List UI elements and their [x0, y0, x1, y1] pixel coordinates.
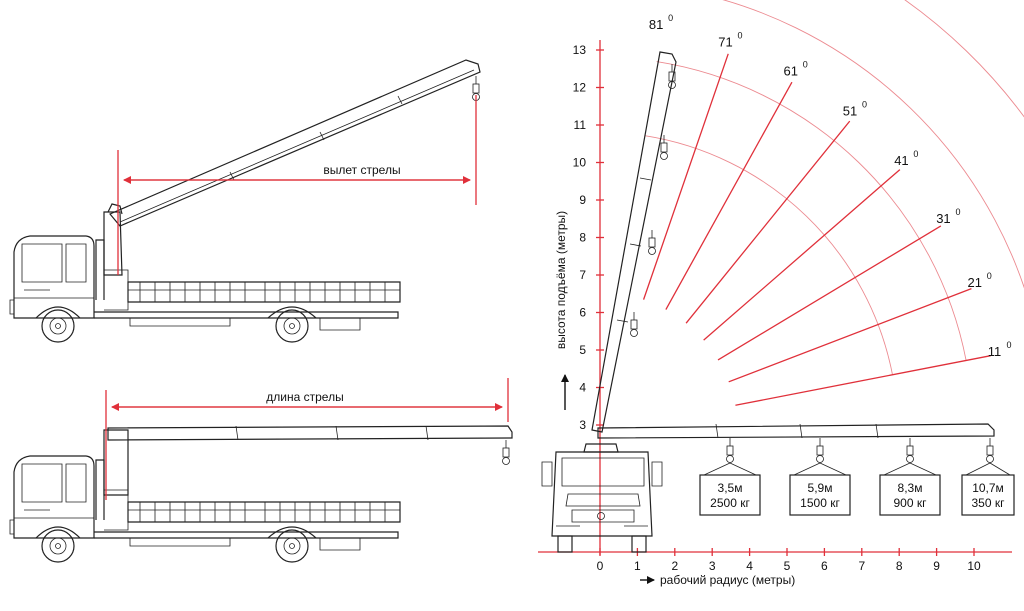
- angle-line: [665, 81, 793, 310]
- x-tick-label: 3: [709, 559, 716, 573]
- angle-degree-sup: 0: [1006, 340, 1011, 350]
- angle-label: 11: [988, 344, 1002, 359]
- angle-line: [735, 355, 991, 406]
- y-tick-label: 9: [579, 193, 586, 207]
- angle-label: 71: [718, 34, 732, 49]
- angle-degree-sup: 0: [987, 271, 992, 281]
- load-weight: 1500 кг: [800, 496, 840, 510]
- y-tick-label: 8: [579, 231, 586, 245]
- x-tick-label: 8: [896, 559, 903, 573]
- load-weight: 350 кг: [972, 496, 1006, 510]
- load-radius: 3,5м: [718, 481, 743, 495]
- y-tick-label: 5: [579, 343, 586, 357]
- truck-front-view: [541, 443, 663, 553]
- load-box: [961, 474, 1015, 516]
- y-tick-label: 13: [573, 43, 587, 57]
- x-tick-label: 0: [597, 559, 604, 573]
- load-box: [789, 474, 851, 516]
- x-tick-label: 1: [634, 559, 641, 573]
- x-tick-label: 4: [746, 559, 753, 573]
- range-arc: [644, 135, 893, 375]
- angle-line: [703, 169, 901, 341]
- load-box: [699, 474, 761, 516]
- boom-length-label: длина стрелы: [266, 390, 343, 404]
- angle-line: [717, 225, 942, 361]
- x-tick-label: 5: [784, 559, 791, 573]
- y-tick-label: 7: [579, 268, 586, 282]
- angle-label: 41: [894, 153, 908, 168]
- angle-degree-sup: 0: [803, 59, 808, 69]
- y-axis-ticks: 3 4 5 6 7 8 9 10 11 12 13: [573, 43, 604, 432]
- angle-label: 31: [936, 211, 950, 226]
- range-arcs: [644, 0, 1024, 375]
- x-tick-label: 2: [671, 559, 678, 573]
- x-tick-label: 6: [821, 559, 828, 573]
- load-radius: 10,7м: [972, 481, 1004, 495]
- range-arc: [904, 0, 1024, 118]
- y-tick-label: 10: [573, 156, 587, 170]
- truck-horizontal-boom: длина стрелы: [9, 378, 513, 563]
- angle-degree-sup: 0: [955, 207, 960, 217]
- x-axis-title: рабочий радиус (метры): [660, 573, 795, 587]
- x-tick-label: 7: [858, 559, 865, 573]
- angle-degree-sup: 0: [668, 13, 673, 23]
- truck-raised-boom: вылет стрелы: [9, 59, 481, 343]
- y-axis-title: высота подъёма (метры): [554, 211, 568, 349]
- x-tick-label: 9: [933, 559, 940, 573]
- y-tick-label: 3: [579, 418, 586, 432]
- load-weight: 2500 кг: [710, 496, 750, 510]
- angle-line: [642, 53, 729, 300]
- load-box: [879, 474, 941, 516]
- angle-label: 61: [784, 63, 798, 78]
- boom-angle-lines: [642, 53, 991, 406]
- angle-degree-sup: 0: [913, 149, 918, 159]
- y-tick-label: 6: [579, 306, 586, 320]
- angle-label: 21: [968, 275, 982, 290]
- x-tick-label: 10: [967, 559, 981, 573]
- x-axis-ticks: 0 1 2 3 4 5 6 7 8 9 10: [597, 548, 981, 573]
- load-radius: 8,3м: [898, 481, 923, 495]
- angle-label: 51: [843, 103, 857, 118]
- load-weight: 900 кг: [894, 496, 928, 510]
- angle-degree-sup: 0: [862, 99, 867, 109]
- angle-degree-sup: 0: [737, 30, 742, 40]
- angle-line: [728, 288, 972, 383]
- y-tick-label: 12: [573, 81, 587, 95]
- angle-line: [685, 120, 851, 324]
- y-tick-label: 4: [579, 381, 586, 395]
- load-radius: 5,9м: [808, 481, 833, 495]
- angle-labels: 81 0 71 0 61 0 51 0 41 0 31 0 21 0 11 0: [649, 13, 1012, 359]
- range-arc: [722, 0, 1024, 289]
- y-tick-label: 11: [574, 118, 587, 132]
- boom-reach-label: вылет стрелы: [323, 163, 400, 177]
- angle-label: 81: [649, 17, 663, 32]
- range-arc: [656, 61, 967, 361]
